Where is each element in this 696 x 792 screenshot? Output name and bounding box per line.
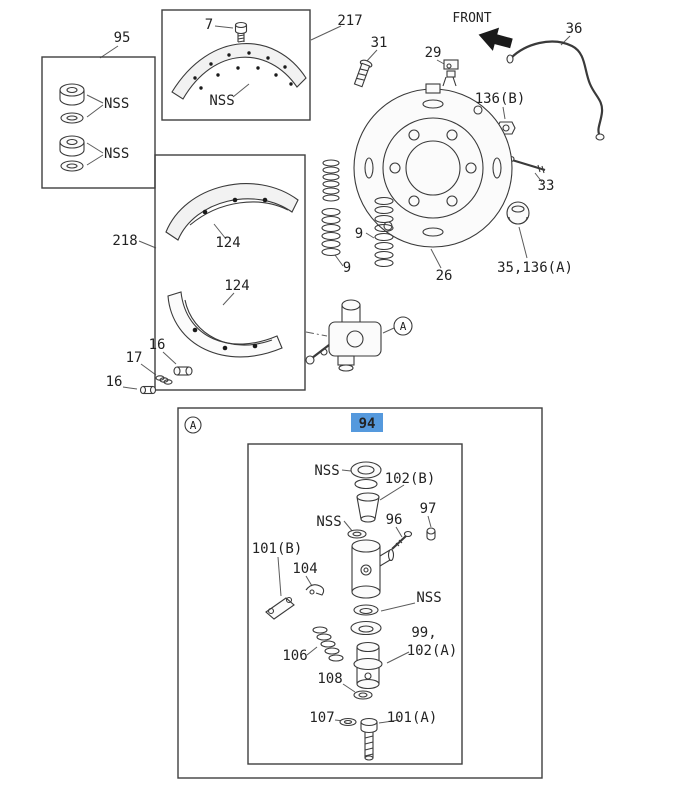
piston-99-102A <box>353 641 383 690</box>
ring-108 <box>353 690 373 700</box>
spring-17 <box>155 375 173 385</box>
bolt-101A <box>360 717 378 761</box>
cylinder-body <box>351 539 395 599</box>
seal-ring-part <box>60 112 84 124</box>
callout-33[interactable]: 33 <box>538 178 555 194</box>
callout-9a[interactable]: 9 <box>355 226 363 242</box>
clip-104 <box>305 584 325 596</box>
seal-ring-part <box>60 160 84 172</box>
callout-26[interactable]: 26 <box>436 268 453 284</box>
brake-shoe-lower <box>167 291 283 358</box>
seal-cup-part <box>59 135 85 157</box>
nss-label: NSS <box>104 146 129 162</box>
callout-94-highlighted[interactable]: 94 <box>359 416 376 432</box>
callout-95[interactable]: 95 <box>114 30 131 46</box>
nss-label: NSS <box>416 590 441 606</box>
seal-cup-part <box>59 83 85 106</box>
spring-106 <box>312 626 344 662</box>
callout-102B[interactable]: 102(B) <box>385 471 436 487</box>
brake-lining-box-217 <box>161 9 311 121</box>
callout-9b[interactable]: 9 <box>343 260 351 276</box>
callout-108[interactable]: 108 <box>317 671 342 687</box>
callout-36[interactable]: 36 <box>566 21 583 37</box>
wheel-cylinder-assembly <box>305 299 382 372</box>
return-spring-small <box>322 159 340 202</box>
callout-99[interactable]: 99, <box>411 625 436 641</box>
connector-29 <box>442 59 459 87</box>
nss-label: NSS <box>209 93 234 109</box>
callout-136B[interactable]: 136(B) <box>475 91 526 107</box>
callout-107[interactable]: 107 <box>309 710 334 726</box>
return-spring-9a <box>374 196 394 268</box>
front-arrow-icon <box>478 27 513 51</box>
ref-circle-A-bottom: A <box>184 416 202 434</box>
pin-16-upper <box>173 366 193 376</box>
callout-106[interactable]: 106 <box>282 648 307 664</box>
plug-35-136A <box>506 201 530 225</box>
callout-17[interactable]: 17 <box>126 350 143 366</box>
front-direction <box>478 27 513 51</box>
callout-97[interactable]: 97 <box>420 501 437 517</box>
nss-label: NSS <box>314 463 339 479</box>
seal-kit-box-95 <box>41 56 156 189</box>
ref-circle-A-top: A <box>393 316 413 336</box>
bleeder-cap-97 <box>426 527 436 541</box>
leader-lines <box>86 25 571 724</box>
callout-101B[interactable]: 101(B) <box>252 541 303 557</box>
brake-shoe-box-218 <box>154 154 306 391</box>
callout-16-lower[interactable]: 16 <box>106 374 123 390</box>
callout-102A[interactable]: 102(A) <box>407 643 458 659</box>
ref-letter-A: A <box>190 419 197 432</box>
pin-16-lower <box>139 385 157 395</box>
return-spring-9b <box>321 207 341 257</box>
callout-124-upper[interactable]: 124 <box>215 235 240 251</box>
cylinder-cap <box>350 461 382 490</box>
rivet-holes <box>193 51 293 90</box>
callout-218[interactable]: 218 <box>112 233 137 249</box>
callout-7[interactable]: 7 <box>205 17 213 33</box>
callout-31[interactable]: 31 <box>371 35 388 51</box>
callout-124-lower[interactable]: 124 <box>224 278 249 294</box>
bleeder-screw-96 <box>391 530 413 550</box>
lever-101B <box>265 596 295 620</box>
callout-29[interactable]: 29 <box>425 45 442 61</box>
ref-letter-A: A <box>400 320 407 333</box>
brake-pipe-36 <box>506 40 605 141</box>
bolt-7 <box>234 21 248 43</box>
nss-label: NSS <box>316 514 341 530</box>
callout-35-136A[interactable]: 35,136(A) <box>497 260 573 276</box>
backing-plate-26 <box>353 83 513 248</box>
highlight-94-bg <box>351 413 383 432</box>
piston-cup-upper <box>347 529 367 539</box>
washer-107 <box>339 717 357 727</box>
pin-33 <box>507 155 546 174</box>
callout-101A[interactable]: 101(A) <box>387 710 438 726</box>
wheel-cylinder-detail-box-94: A <box>177 407 543 779</box>
brake-shoe-upper <box>165 183 299 241</box>
callout-104[interactable]: 104 <box>292 561 317 577</box>
callout-217[interactable]: 217 <box>337 13 362 29</box>
piston-cups <box>350 604 382 636</box>
dust-boot-102B <box>356 492 380 523</box>
callout-16-upper[interactable]: 16 <box>149 337 166 353</box>
front-label: FRONT <box>452 11 491 26</box>
brake-lining <box>171 43 307 100</box>
bolt-31 <box>353 59 373 88</box>
callout-96[interactable]: 96 <box>386 512 403 528</box>
nss-label: NSS <box>104 96 129 112</box>
